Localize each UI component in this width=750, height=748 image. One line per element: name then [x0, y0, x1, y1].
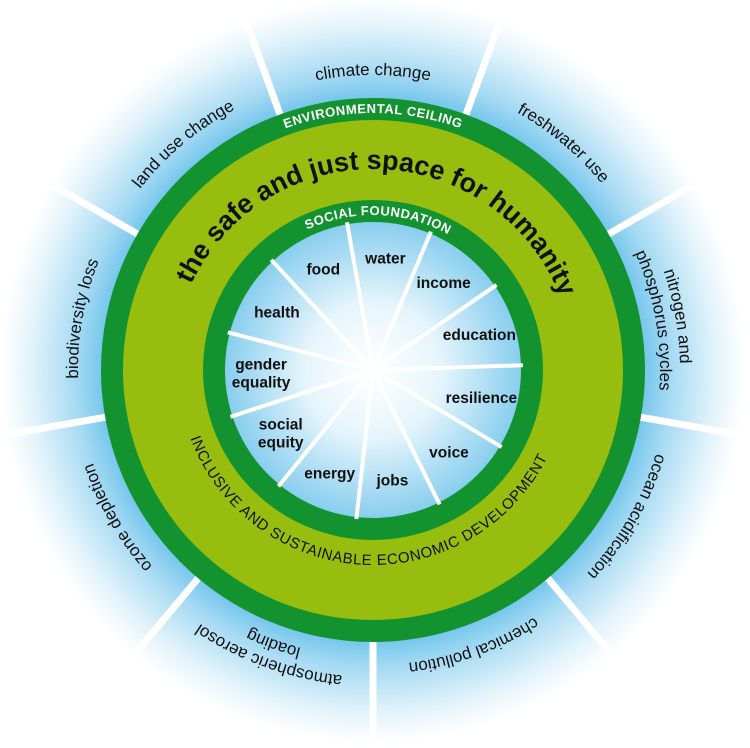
social-foundation-item: resilience	[446, 390, 518, 407]
social-separator	[269, 258, 375, 372]
social-foundation-item: health	[254, 304, 300, 321]
social-separators	[227, 221, 523, 520]
boundary-separators	[3, 16, 743, 745]
social-foundation-item: income	[416, 275, 471, 292]
social-separator	[354, 369, 375, 520]
boundary-separator	[46, 179, 143, 240]
boundary-separator	[603, 179, 700, 240]
social-separator	[227, 330, 374, 372]
social-separator	[371, 369, 442, 506]
social-separator	[371, 230, 433, 371]
social-foundation-item: food	[306, 262, 340, 279]
social-foundation-item: voice	[429, 444, 469, 461]
boundary-separator	[241, 16, 285, 120]
social-foundation-labels: water income education resilience voice jobs e…	[232, 251, 518, 490]
social-separator	[371, 368, 503, 449]
social-foundation-item: jobs	[376, 472, 409, 489]
social-separator	[372, 363, 523, 372]
social-separator	[276, 368, 375, 488]
boundary-separator	[636, 413, 743, 439]
boundary-separator	[129, 573, 204, 660]
boundary-separator	[542, 573, 617, 660]
boundary-separator	[3, 413, 110, 439]
social-foundation-item: water	[364, 251, 406, 268]
social-foundation-item: energy	[304, 465, 355, 482]
social-separator	[344, 221, 375, 371]
boundary-separator	[461, 16, 505, 120]
social-foundation-item: education	[443, 327, 516, 344]
social-separator	[371, 283, 498, 372]
social-separator	[229, 368, 374, 419]
